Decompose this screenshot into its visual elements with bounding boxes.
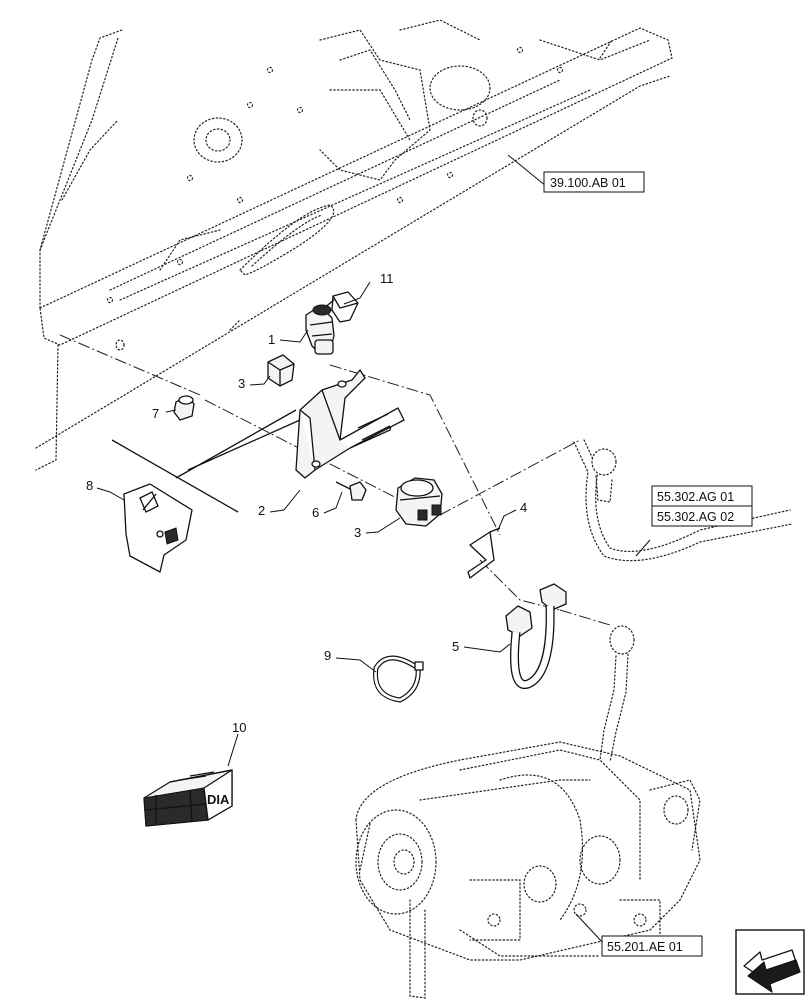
ref-frame-text: 39.100.AB 01 xyxy=(550,176,626,190)
ref-harness-1-text: 55.302.AG 01 xyxy=(657,490,734,504)
callout-6: 6 xyxy=(312,505,319,520)
starter-motor-phantom xyxy=(355,741,701,999)
part-3-nut-upper[interactable] xyxy=(267,354,295,387)
callout-11: 10 xyxy=(232,720,246,735)
ref-starter[interactable]: 55.201.AE 01 xyxy=(601,935,703,957)
assembly-centerlines xyxy=(59,334,611,626)
ref-frame[interactable]: 39.100.AB 01 xyxy=(543,171,645,193)
ref-starter-text: 55.201.AE 01 xyxy=(607,940,683,954)
part-3-solenoid-lower[interactable] xyxy=(395,477,443,527)
decal-guide-line-upper xyxy=(111,439,239,513)
callout-10: 11 xyxy=(380,271,394,286)
callout-8: 8 xyxy=(86,478,93,493)
callout-5: 5 xyxy=(452,639,459,654)
vehicle-frame xyxy=(35,19,673,471)
callout-3-lower: 3 xyxy=(354,525,361,540)
wiring-harness-phantom xyxy=(573,439,793,763)
part-5-battery-cable[interactable] xyxy=(505,583,567,689)
part-9-cable-tie[interactable] xyxy=(373,655,424,703)
ref-harness-2-text: 55.302.AG 02 xyxy=(657,510,734,524)
next-page-arrow-icon[interactable] xyxy=(735,929,805,995)
callout-1: 1 xyxy=(268,332,275,347)
ref-harness-1[interactable]: 55.302.AG 01 xyxy=(651,485,753,507)
kit-box-label: DIA xyxy=(207,792,230,807)
callout-leaders xyxy=(96,281,517,673)
part-10-cap[interactable] xyxy=(323,291,359,323)
part-1-switch[interactable] xyxy=(305,304,335,355)
part-2-bracket[interactable] xyxy=(295,369,405,479)
ref-harness-2[interactable]: 55.302.AG 02 xyxy=(651,505,753,527)
callout-9: 9 xyxy=(324,648,331,663)
decal-guide-line-lower xyxy=(187,419,301,471)
callout-numbers: 11 1 3 7 2 6 3 4 8 9 5 10 xyxy=(86,271,527,735)
decal-guide-line-mid xyxy=(175,409,297,479)
callout-4: 4 xyxy=(520,500,527,515)
part-11-service-kit-box[interactable]: DIA xyxy=(143,769,233,827)
part-6-bolt[interactable] xyxy=(335,481,367,501)
part-8-warning-decal[interactable] xyxy=(123,483,193,573)
part-4-clip[interactable] xyxy=(467,527,501,579)
callout-3-upper: 3 xyxy=(238,376,245,391)
part-7-bolt[interactable] xyxy=(173,395,195,421)
callout-2: 2 xyxy=(258,503,265,518)
callout-7: 7 xyxy=(152,406,159,421)
